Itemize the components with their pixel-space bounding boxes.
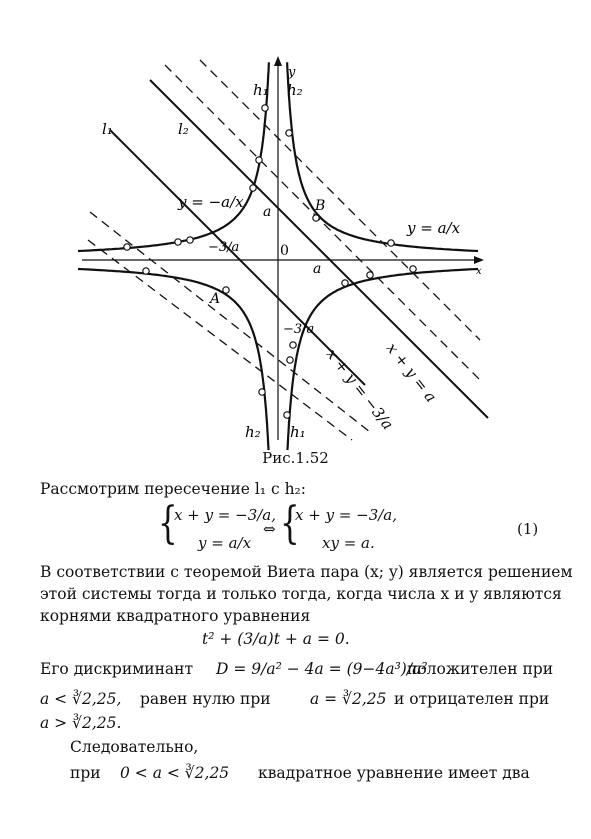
hyperbola-h1-quadrant-3 — [77, 267, 270, 450]
dashed-line-1 — [199, 59, 481, 341]
intersection-point — [258, 388, 266, 396]
label-h1-bottom: h₁ — [290, 423, 306, 441]
intersection-point — [186, 236, 194, 244]
figure-caption: Рис.1.52 — [262, 449, 329, 467]
intersection-point — [285, 129, 293, 137]
tick-minus-3-over-a-y: −3/a — [283, 322, 314, 337]
text-para2-line2: этой системы тогда и только тогда, когда… — [40, 585, 562, 603]
text-para4: Следовательно, — [70, 738, 199, 756]
tick-a-x: a — [313, 261, 321, 277]
tick-minus-3-over-a-x: −3/a — [208, 240, 239, 255]
system-equiv: ⇔ — [263, 520, 276, 538]
system-left-eq1: x + y = −3/a, — [174, 506, 277, 524]
system-brace-right: { — [280, 498, 300, 549]
intersection-point — [387, 239, 395, 247]
hyperbola-h1-quadrant-1 — [286, 62, 479, 253]
system-right-eq2: xy = a. — [322, 534, 375, 552]
intersection-point — [366, 271, 374, 279]
condition-less: a < ∛2,25, — [40, 690, 122, 708]
label-h2-bottom: h₂ — [245, 423, 261, 441]
text-line-1: Рассмотрим пересечение l₁ с h₂: — [40, 480, 306, 498]
condition-equal: a = ∛2,25 — [310, 690, 387, 708]
y-axis-label: y — [287, 65, 296, 80]
hyperbola-h2-quadrant-4 — [286, 267, 479, 450]
line-l1-label: x + y = −3/a — [323, 345, 397, 433]
condition-range: 0 < a < ∛2,25 — [120, 764, 230, 782]
intersection-point — [289, 341, 297, 349]
discriminant-formula: D = 9/a² − 4a = (9−4a³)/a² — [216, 660, 428, 678]
text-para2-line1: В соответствии с теоремой Виета пара (x;… — [40, 563, 573, 581]
point-b-label: B — [314, 198, 325, 214]
label-h1-top: h₁ — [253, 81, 269, 99]
label-h2-top: h₂ — [287, 81, 303, 99]
intersection-point — [142, 267, 150, 275]
x-axis-label: x — [476, 266, 482, 277]
intersection-point — [249, 184, 257, 192]
quadratic-equation: t² + (3/a)t + a = 0. — [202, 630, 350, 648]
intersection-point — [174, 238, 182, 246]
condition-greater: a > ∛2,25. — [40, 714, 122, 732]
intersection-points — [123, 104, 417, 419]
text-para3-line1c: положителен при — [407, 660, 554, 678]
system-right-eq1: x + y = −3/a, — [295, 506, 398, 524]
label-l2: l₂ — [178, 120, 189, 138]
intersection-point — [409, 265, 417, 273]
hyperbola-h2-quadrant-2 — [77, 62, 270, 253]
intersection-point — [123, 243, 131, 251]
line-l1 — [109, 129, 366, 386]
tick-a-y: a — [263, 204, 271, 220]
text-para3-line2b: равен нулю при — [140, 690, 271, 708]
line-l2-label: x + y = a — [383, 339, 440, 405]
label-l1: l₁ — [102, 120, 113, 138]
line-l2 — [149, 79, 489, 419]
dashed-line-4 — [87, 239, 353, 441]
text-para3-line1a: Его дискриминант — [40, 660, 194, 678]
intersection-point — [283, 411, 291, 419]
text-para5c: квадратное уравнение имеет два — [258, 764, 530, 782]
equation-number: (1) — [517, 520, 539, 538]
point-a-label: A — [208, 291, 220, 307]
origin-label: 0 — [280, 243, 289, 259]
y-axis-arrow — [274, 56, 282, 66]
figure-1-52: x y l₁ l₂ h₁ h₂ h₂ h₁ 0 A B a a −3/a −3/… — [77, 56, 489, 450]
intersection-point — [222, 286, 230, 294]
hyperbolas — [77, 62, 479, 450]
intersection-point — [255, 156, 263, 164]
intersection-point — [286, 356, 294, 364]
text-para3-line2d: и отрицателен при — [394, 690, 550, 708]
system-brace-left: { — [158, 498, 178, 549]
system-left-eq2: y = a/x — [198, 534, 252, 552]
intersection-point — [341, 279, 349, 287]
text-para5a: при — [70, 764, 101, 782]
curve-left-label: y = −a/x — [177, 193, 244, 211]
intersection-point — [312, 214, 320, 222]
x-axis-arrow — [474, 256, 484, 264]
curve-right-label: y = a/x — [406, 219, 461, 237]
text-para2-line3: корнями квадратного уравнения — [40, 607, 311, 625]
intersection-point — [261, 104, 269, 112]
lines — [87, 59, 489, 441]
